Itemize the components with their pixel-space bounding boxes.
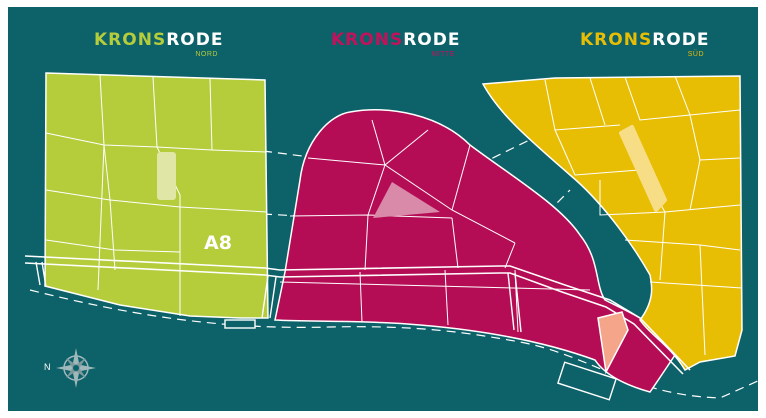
logo-kronsrode-sued: KRONSRODE SÜD <box>580 30 708 58</box>
logo-brand-mitte: KRONSRODE <box>331 30 459 50</box>
compass-icon <box>56 348 96 388</box>
logo-kronsrode-nord: KRONSRODE NORD <box>94 30 222 58</box>
road-structures <box>35 261 617 401</box>
field-label-a8: A8 <box>204 232 232 254</box>
logo-brand-mitte-part-a: KRONS <box>331 30 404 50</box>
road-edge-north <box>24 255 691 371</box>
logo-brand-sued-part-a: KRONS <box>580 30 653 50</box>
logo-kronsrode-mitte: KRONSRODE MITTE <box>331 30 459 58</box>
highlight-plot-sued <box>619 125 667 212</box>
logo-sub-nord: NORD <box>195 51 218 58</box>
road-spur-east <box>507 272 522 333</box>
logo-sub-mitte: MITTE <box>431 51 455 58</box>
highlight-plot-nord <box>157 152 176 200</box>
highlight-plot-salmon <box>597 311 629 375</box>
logo-brand-sued-part-b: RODE <box>652 30 710 50</box>
bus-stop-west <box>224 319 256 329</box>
logo-sub-sued: SÜD <box>687 51 704 58</box>
logo-brand-mitte-part-b: RODE <box>403 30 461 50</box>
logo-brand-nord-part-a: KRONS <box>94 30 167 50</box>
logo-brand-nord: KRONSRODE <box>94 30 222 50</box>
road-spur-west <box>35 261 47 288</box>
road-spur-center <box>261 275 277 319</box>
plot-lines-mitte <box>279 119 591 333</box>
area-sued[interactable] <box>481 75 743 371</box>
logo-brand-sued: KRONSRODE <box>580 30 708 50</box>
plot-lines-sued <box>544 75 743 356</box>
parking-area <box>557 361 617 401</box>
area-nord[interactable] <box>44 72 269 319</box>
compass-north-label: N <box>44 362 51 372</box>
highlight-plot-mitte <box>373 182 440 218</box>
logo-brand-nord-part-b: RODE <box>166 30 224 50</box>
